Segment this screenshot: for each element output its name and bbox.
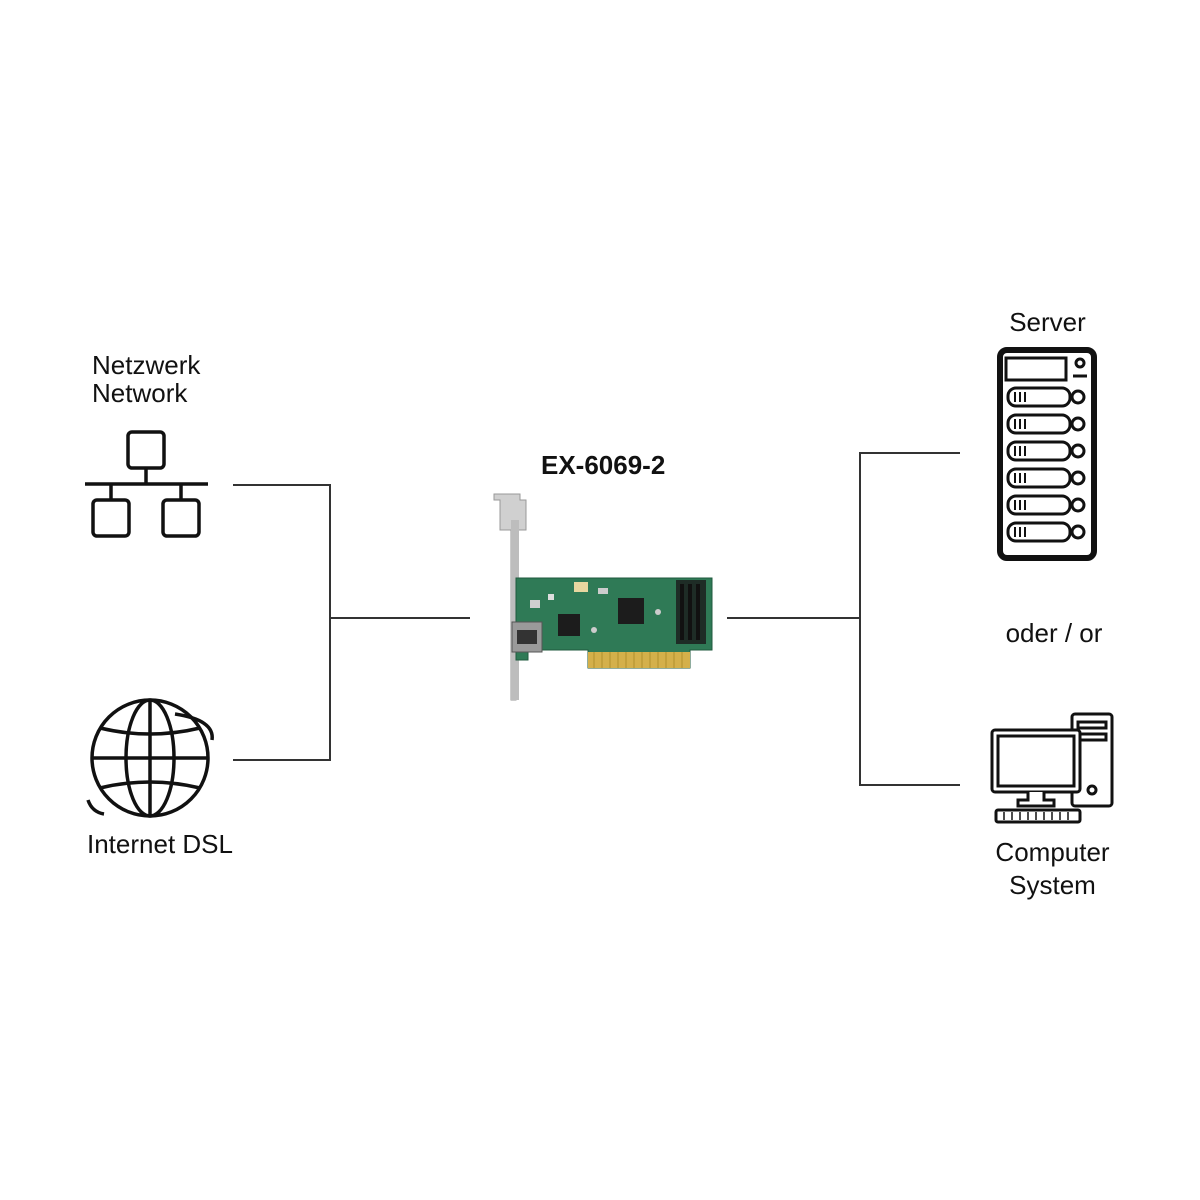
card-gold-contacts [588,652,690,668]
pci-network-card [493,493,713,701]
connection-lines [233,452,960,786]
network-label-de: Netzwerk [92,350,201,380]
globe-icon [86,698,214,818]
secondary-chip [558,614,580,636]
main-chip [618,598,644,624]
model-label: EX-6069-2 [541,450,666,480]
server-tower-icon [997,347,1097,561]
computer-label-line1: Computer [995,837,1110,867]
server-label: Server [1009,307,1086,337]
computer-label-line2: System [1009,870,1096,900]
network-topology-icon [85,430,208,538]
internet-label: Internet DSL [87,829,233,859]
network-label-en: Network [92,378,188,408]
desktop-computer-icon [990,712,1114,824]
right-branch-line [859,452,960,786]
network-connector-line [233,484,331,761]
or-label: oder / or [1005,618,1103,648]
